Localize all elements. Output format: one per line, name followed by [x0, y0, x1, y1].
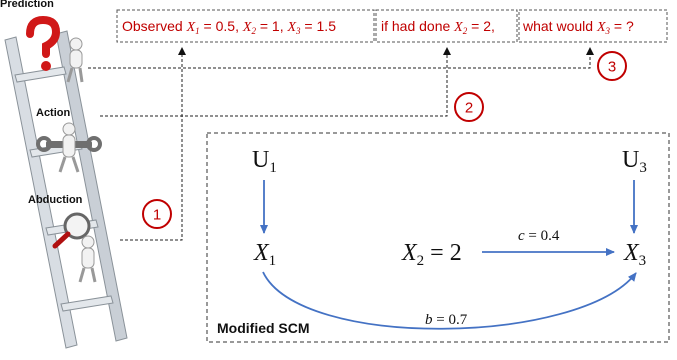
ladder [4, 30, 128, 349]
prediction-box: what would X3 = ? [518, 9, 668, 43]
connector-prediction [88, 47, 594, 69]
step-badge-2: 2 [454, 92, 484, 122]
intervention-text: if had done X2 = 2, [381, 18, 495, 36]
rung-label-abduction: Abduction [28, 194, 83, 206]
scm-frame [206, 132, 670, 343]
svg-text:2: 2 [465, 100, 473, 117]
edge-x1-x3 [262, 271, 637, 330]
intervention-box: if had done X2 = 2, [375, 9, 518, 43]
step-connectors [88, 47, 594, 241]
question-mark-figure-icon [26, 15, 84, 83]
rung-label-prediction: Prediction [0, 0, 54, 10]
scm-title: Modified SCM [217, 320, 310, 336]
observed-text: Observed X1 = 0.5, X2 = 1, X3 = 1.5 [122, 18, 336, 36]
node-x2: X2 = 2 [401, 240, 462, 269]
connector-action [100, 47, 451, 117]
svg-text:3: 3 [608, 59, 616, 76]
node-u1: U1 [252, 147, 277, 176]
node-x3: X3 [623, 240, 646, 269]
node-u3: U3 [622, 147, 647, 176]
magnifier-figure-icon [52, 212, 97, 283]
rung-label-action: Action [36, 107, 71, 119]
edge-label-c: c = 0.4 [518, 228, 560, 244]
node-x1: X1 [253, 240, 276, 269]
step-badge-1: 1 [142, 199, 172, 229]
prediction-text: what would X3 = ? [522, 18, 634, 36]
wrench-figure-icon [36, 122, 102, 173]
edge-label-b: b = 0.7 [425, 312, 468, 328]
step-badge-3: 3 [597, 51, 627, 81]
svg-text:1: 1 [153, 207, 161, 224]
observed-box: Observed X1 = 0.5, X2 = 1, X3 = 1.5 [116, 9, 375, 43]
connector-abduction [120, 47, 186, 241]
